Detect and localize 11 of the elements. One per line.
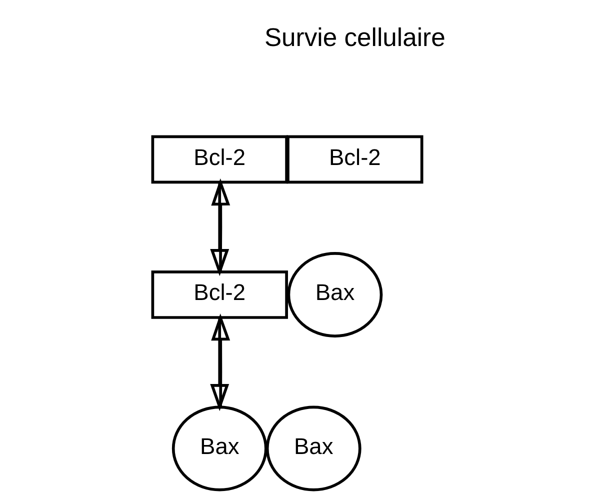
- node-ellipse: Bax: [286, 252, 382, 338]
- node-box: Bcl-2: [286, 135, 423, 184]
- node-box: Bcl-2: [150, 270, 288, 319]
- arrow: [210, 178, 230, 272]
- label: Survie cellulaire: [264, 24, 445, 52]
- node-ellipse: Bax: [171, 406, 267, 492]
- node-ellipse: Bax: [265, 406, 361, 492]
- arrow: [210, 182, 229, 276]
- node-box: Bcl-2: [150, 135, 288, 184]
- arrow: [210, 318, 229, 412]
- arrow: [210, 313, 230, 407]
